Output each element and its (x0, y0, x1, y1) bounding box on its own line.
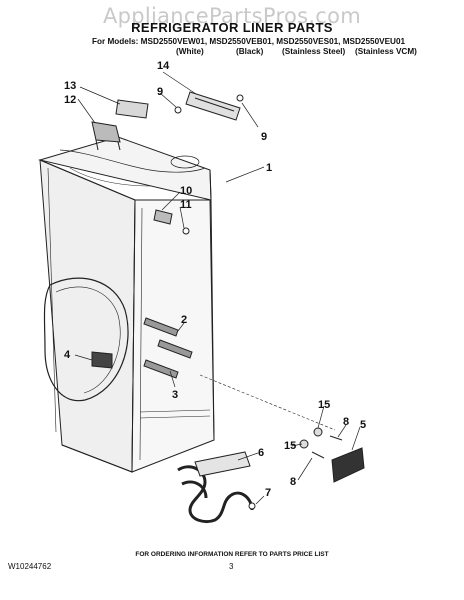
document-number: W10244762 (8, 562, 52, 571)
callout-12: 12 (64, 94, 76, 106)
callout-15-top: 15 (318, 399, 330, 411)
callout-1: 1 (266, 162, 272, 174)
callout-15-bottom: 15 (284, 440, 296, 452)
shelf-slide-2 (143, 317, 193, 379)
evaporator-outline (43, 277, 129, 402)
liner-outline (38, 136, 215, 473)
callout-8-bottom: 8 (290, 476, 296, 488)
screw-7 (248, 502, 256, 510)
callout-11: 11 (180, 199, 192, 211)
callout-6: 6 (258, 447, 264, 459)
page-title: REFRIGERATOR LINER PARTS (131, 20, 333, 35)
callout-13: 13 (64, 80, 76, 92)
spacer-15a (313, 427, 323, 437)
variant-white: (White) (176, 47, 204, 56)
screw-8a (329, 435, 343, 441)
part-4 (91, 351, 113, 369)
page-number: 3 (229, 562, 234, 571)
models-line: For Models: MSD2550VEW01, MSD2550VEB01, … (92, 37, 406, 46)
bin-handle-5 (331, 447, 365, 483)
leader-lines (74, 71, 361, 505)
variant-stainless-steel: (Stainless Steel) (282, 47, 346, 56)
callout-9-right: 9 (261, 131, 267, 143)
variant-black: (Black) (236, 47, 264, 56)
ordering-note: FOR ORDERING INFORMATION REFER TO PARTS … (135, 551, 329, 558)
screw-11 (182, 227, 190, 235)
spacer-15b (299, 439, 309, 449)
screw-9b (236, 94, 244, 102)
callout-3: 3 (172, 389, 178, 401)
heater-6 (177, 451, 254, 524)
bracket-10 (153, 209, 173, 225)
control-housing (91, 99, 149, 151)
light-shield (185, 91, 241, 121)
callout-2: 2 (181, 314, 187, 326)
watermark: AppliancePartsPros.com (102, 4, 362, 28)
screw-8b (311, 451, 325, 459)
callout-7: 7 (265, 487, 271, 499)
callout-5: 5 (360, 419, 366, 431)
callout-10: 10 (180, 185, 192, 197)
callout-14: 14 (157, 60, 170, 72)
callout-8-top: 8 (343, 416, 349, 428)
screw-9a (174, 106, 182, 114)
callout-9-top: 9 (157, 86, 163, 98)
callout-4: 4 (64, 349, 71, 361)
variant-stainless-vcm: (Stainless VCM) (355, 47, 417, 56)
